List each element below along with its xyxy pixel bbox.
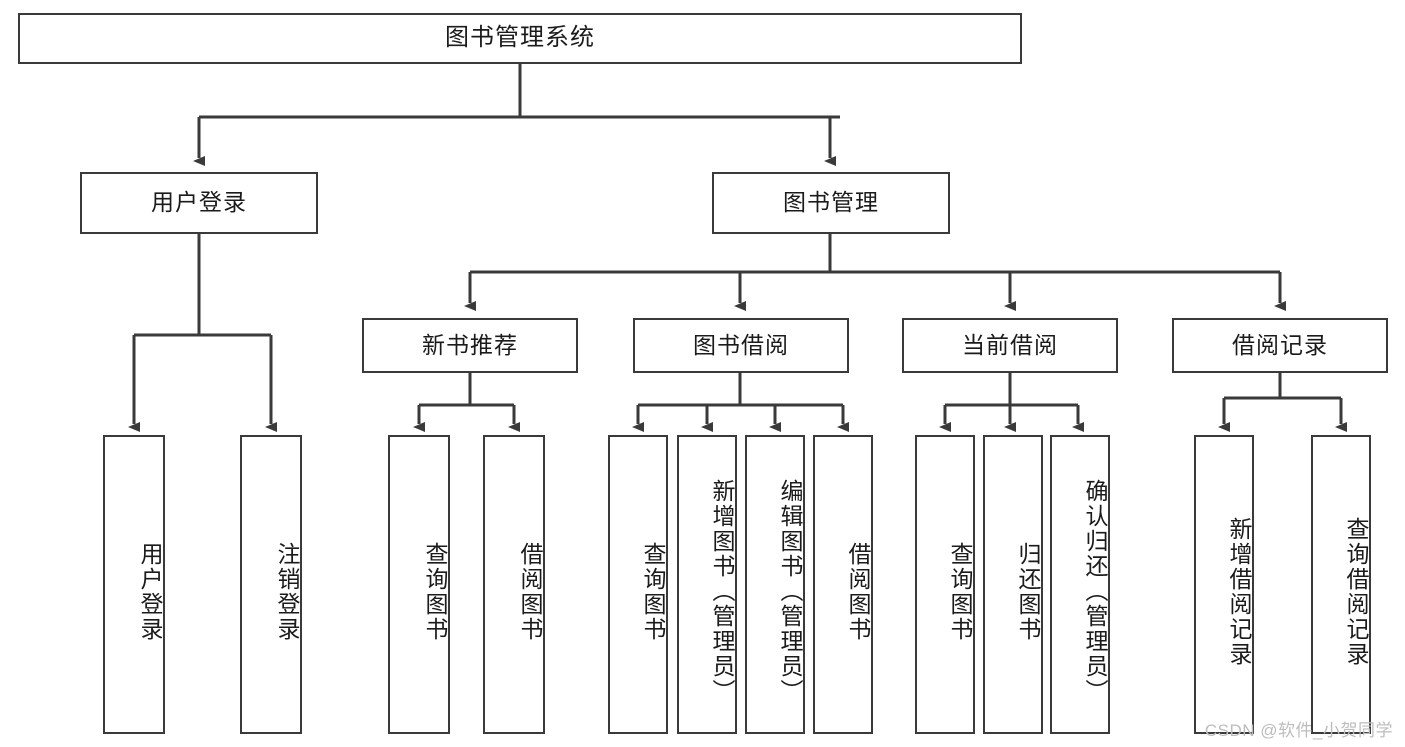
node-current-borrow[interactable]: 当前借阅 [902, 318, 1118, 373]
node-label: 用户登录 [137, 541, 163, 642]
node-label: 查询图书 [640, 541, 666, 642]
node-label: 新增图书（管理员） [709, 479, 735, 704]
leaf-book-borrow-add-book-admin[interactable]: 新增图书（管理员） [677, 435, 737, 734]
node-label: 新增借阅记录 [1226, 516, 1252, 667]
node-label: 用户登录 [151, 189, 247, 216]
leaf-new-book-query-book[interactable]: 查询图书 [388, 435, 450, 734]
node-label: 借阅图书 [845, 541, 871, 642]
leaf-book-borrow-query-book[interactable]: 查询图书 [608, 435, 668, 734]
leaf-borrow-record-query-record[interactable]: 查询借阅记录 [1311, 435, 1371, 734]
leaf-borrow-record-add-record[interactable]: 新增借阅记录 [1194, 435, 1254, 734]
node-label: 借阅图书 [517, 541, 543, 642]
leaf-current-borrow-query-book[interactable]: 查询图书 [915, 435, 975, 734]
node-label: 图书管理 [783, 189, 879, 216]
leaf-book-borrow-borrow-book[interactable]: 借阅图书 [813, 435, 873, 734]
leaf-current-borrow-return-book[interactable]: 归还图书 [983, 435, 1043, 734]
node-borrow-record[interactable]: 借阅记录 [1172, 318, 1388, 373]
node-label: 图书管理系统 [445, 24, 595, 52]
node-book-borrow[interactable]: 图书借阅 [633, 318, 849, 373]
node-new-book-recommend[interactable]: 新书推荐 [362, 318, 578, 373]
node-label: 确认归还（管理员） [1082, 479, 1108, 704]
node-label: 新书推荐 [422, 331, 518, 358]
node-label: 查询图书 [947, 541, 973, 642]
watermark: CSDN @软件_小贺同学 [1204, 721, 1393, 740]
leaf-new-book-borrow-book[interactable]: 借阅图书 [483, 435, 545, 734]
node-book-management[interactable]: 图书管理 [712, 172, 950, 234]
node-label: 编辑图书（管理员） [777, 479, 803, 704]
leaf-user-login-login[interactable]: 用户登录 [103, 435, 165, 734]
leaf-current-borrow-confirm-return-admin[interactable]: 确认归还（管理员） [1050, 435, 1110, 734]
node-label: 查询借阅记录 [1343, 516, 1369, 667]
node-user-login[interactable]: 用户登录 [80, 172, 318, 234]
leaf-book-borrow-edit-book-admin[interactable]: 编辑图书（管理员） [745, 435, 805, 734]
node-label: 查询图书 [422, 541, 448, 642]
node-label: 当前借阅 [962, 331, 1058, 358]
node-root-book-management-system[interactable]: 图书管理系统 [18, 13, 1022, 64]
node-label: 归还图书 [1015, 541, 1041, 642]
node-label: 借阅记录 [1232, 331, 1328, 358]
node-label: 图书借阅 [693, 331, 789, 358]
node-label: 注销登录 [274, 541, 300, 642]
leaf-user-login-logout[interactable]: 注销登录 [240, 435, 302, 734]
